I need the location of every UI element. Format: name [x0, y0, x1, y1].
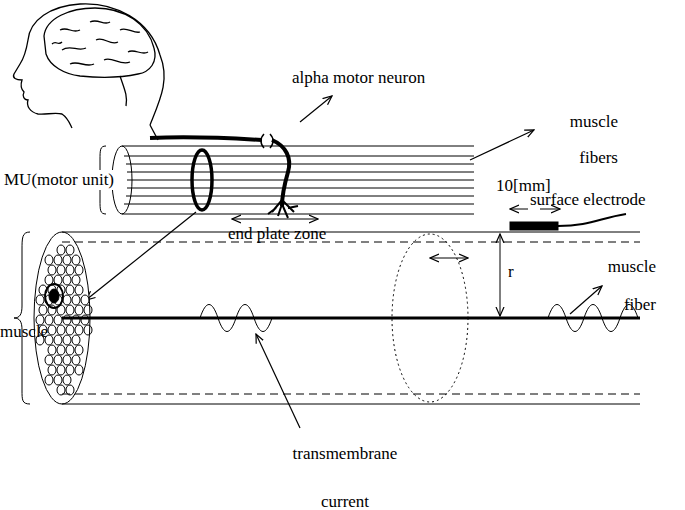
fibre-section	[54, 315, 62, 325]
fibre-section	[45, 375, 53, 385]
fibre-section	[63, 255, 71, 265]
part-label: MU(motor unit)	[4, 170, 124, 190]
fibre-section	[66, 365, 74, 375]
fibre-section	[54, 375, 62, 385]
fibre-section	[54, 255, 62, 265]
fibre-section	[75, 265, 83, 275]
fibre-section	[48, 265, 56, 275]
fibre-section	[84, 325, 92, 335]
fibre-section	[66, 285, 74, 295]
fibre-section	[72, 275, 80, 285]
fibre-section	[66, 245, 74, 255]
fibre-section	[63, 375, 71, 385]
fibre-section	[81, 295, 89, 305]
fibre-section	[72, 355, 80, 365]
fibre-section	[63, 355, 71, 365]
fibre-section	[45, 255, 53, 265]
fibre-section	[66, 385, 74, 395]
part-label: muscle fibers	[538, 104, 618, 176]
fibre-section	[57, 265, 65, 275]
fibre-section	[75, 345, 83, 355]
fibre-section	[84, 305, 92, 315]
fibre-section	[57, 365, 65, 375]
fibre-section	[63, 275, 71, 285]
fibre-section	[72, 295, 80, 305]
fibre-section	[57, 385, 65, 395]
fibre-section	[48, 345, 56, 355]
fibre-section	[66, 345, 74, 355]
fibre-section	[66, 325, 74, 335]
fibre-section	[39, 305, 47, 315]
part-label: muscle fiber	[600, 248, 656, 324]
fibre-section	[63, 295, 71, 305]
fibre-section	[48, 365, 56, 375]
motor-neuron	[150, 96, 332, 218]
fibre-section	[66, 305, 74, 315]
neuron-label: alpha motor neuron	[292, 68, 472, 88]
fibre-section	[36, 295, 44, 305]
fibre-section	[57, 345, 65, 355]
fibre-section	[75, 365, 83, 375]
fibre-section	[66, 265, 74, 275]
fibre-section	[57, 325, 65, 335]
zone-label: end plate zone	[228, 224, 358, 244]
fibre-section	[72, 255, 80, 265]
motor-unit-cylinder	[86, 130, 534, 300]
fibre-section	[72, 335, 80, 345]
dimension-label: r	[508, 262, 528, 282]
part-label: muscle	[0, 322, 60, 342]
fibre-section	[54, 355, 62, 365]
fibre-section	[57, 245, 65, 255]
dimension-label: 10[mm]	[496, 176, 556, 196]
fibre-section	[63, 335, 71, 345]
part-label: surface electrode	[530, 190, 680, 210]
fibre-section	[75, 305, 83, 315]
part-label: transmembrane current	[270, 430, 420, 510]
fibre-section	[75, 325, 83, 335]
fibre-section	[48, 325, 56, 335]
fibre-section	[75, 285, 83, 295]
head	[13, 4, 164, 140]
fibre-section	[45, 355, 53, 365]
fibre-section	[54, 335, 62, 345]
muscle-cylinder	[14, 209, 640, 428]
